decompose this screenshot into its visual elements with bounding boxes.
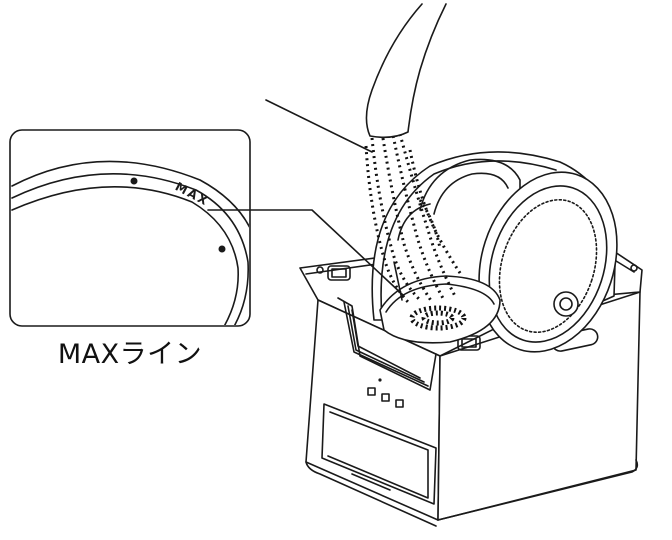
max-line-callout: MAX <box>9 129 405 327</box>
rice-grains <box>364 129 467 331</box>
max-line-caption: MAXライン <box>57 339 203 370</box>
rice-bag <box>265 3 447 153</box>
